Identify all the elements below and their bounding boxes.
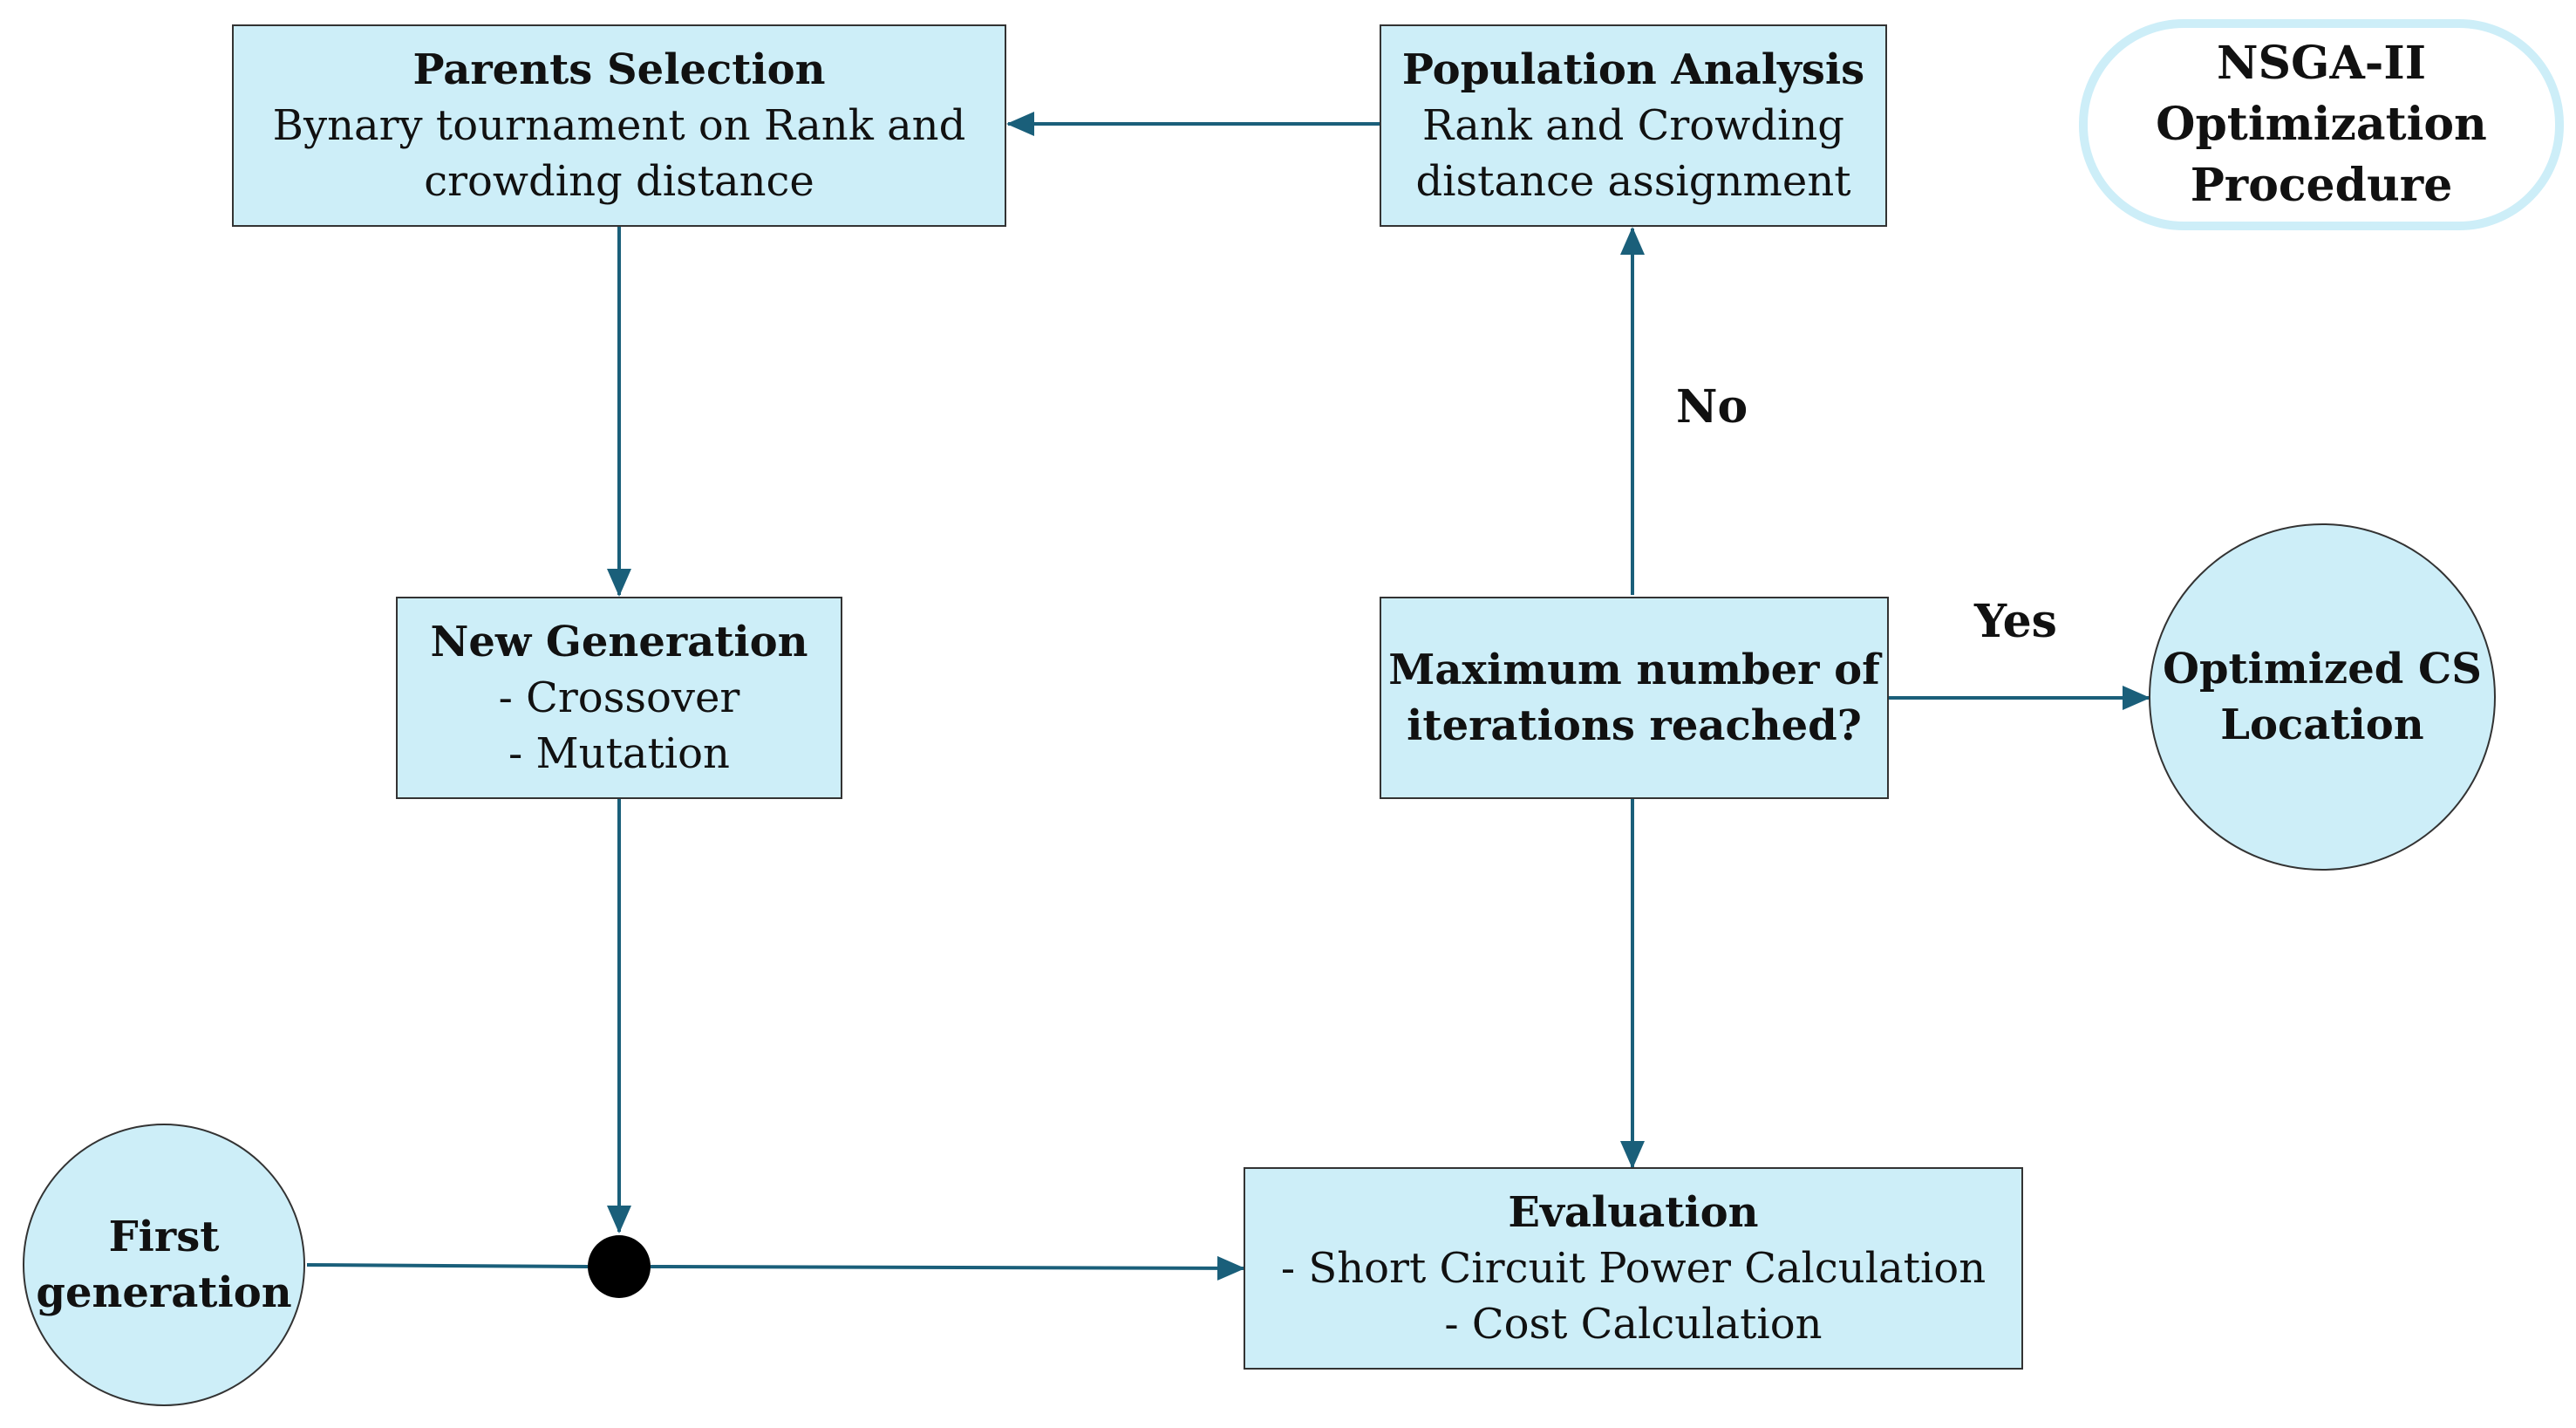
parents-selection-title: Parents Selection [412, 45, 826, 94]
new-generation-node: New Generation - Crossover - Mutation [396, 597, 842, 799]
parents-selection-line-1: Bynary tournament on Rank and [272, 101, 966, 150]
procedure-title-line-3: Procedure [2190, 159, 2453, 212]
procedure-title-line-2: Optimization [2156, 98, 2487, 151]
optimized-cs-location-node: Optimized CS Location [2149, 523, 2496, 871]
first-generation-line-1: First [108, 1213, 220, 1261]
edge-label-no: No [1676, 380, 1748, 434]
procedure-title-line-1: NSGA-II [2216, 37, 2427, 90]
optimized-cs-line-1: Optimized CS [2163, 645, 2482, 694]
population-analysis-line-1: Rank and Crowding [1421, 101, 1844, 150]
max-iterations-decision-node: Maximum number of iterations reached? [1380, 597, 1889, 799]
new-generation-title: New Generation [430, 618, 808, 666]
parents-selection-line-2: crowding distance [424, 157, 814, 206]
optimized-cs-line-2: Location [2220, 700, 2424, 749]
max-iterations-line-2: iterations reached? [1407, 701, 1862, 750]
first-generation-node: First generation [23, 1124, 305, 1406]
evaluation-node: Evaluation - Short Circuit Power Calcula… [1244, 1167, 2023, 1370]
parents-selection-node: Parents Selection Bynary tournament on R… [232, 24, 1006, 227]
evaluation-line-2: - Cost Calculation [1444, 1300, 1823, 1349]
edge-junction-to-evaluation [650, 1255, 1245, 1281]
population-analysis-line-2: distance assignment [1415, 157, 1851, 206]
merge-junction-dot [588, 1235, 651, 1298]
evaluation-line-1: - Short Circuit Power Calculation [1280, 1244, 1987, 1293]
population-analysis-node: Population Analysis Rank and Crowding di… [1380, 24, 1887, 227]
edge-label-yes: Yes [1974, 595, 2057, 648]
max-iterations-line-1: Maximum number of [1388, 646, 1880, 694]
new-generation-line-2: - Mutation [508, 729, 730, 778]
procedure-title-pill: NSGA-II Optimization Procedure [2079, 19, 2564, 230]
evaluation-title: Evaluation [1508, 1188, 1759, 1237]
first-generation-line-2: generation [36, 1268, 292, 1317]
new-generation-line-1: - Crossover [498, 673, 740, 722]
population-analysis-title: Population Analysis [1401, 45, 1865, 94]
edge-first-generation-to-junction [306, 1263, 589, 1268]
